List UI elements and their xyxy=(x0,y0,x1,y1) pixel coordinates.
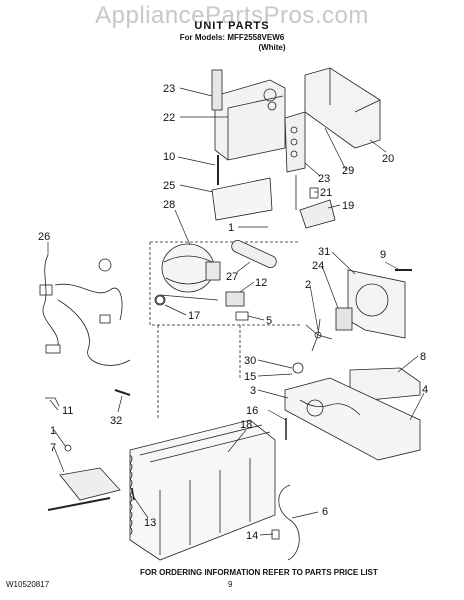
color-line: (White) xyxy=(258,43,286,52)
watermark: AppliancePartsPros.com xyxy=(95,2,369,29)
callout-32: 32 xyxy=(110,415,122,427)
callout-10: 10 xyxy=(163,151,175,163)
part-duct-20 xyxy=(304,67,381,149)
part-11 xyxy=(45,397,60,407)
callout-23: 23 xyxy=(163,83,175,95)
doc-number: W10520817 xyxy=(6,580,50,589)
page-title: UNIT PARTS xyxy=(194,20,270,32)
part-screw-21 xyxy=(309,187,319,199)
callout-14: 14 xyxy=(246,530,258,542)
part-bracket-19 xyxy=(299,199,336,229)
part-fan-blade-2 xyxy=(305,318,333,352)
part-32 xyxy=(114,389,131,396)
part-screw-13 xyxy=(131,487,135,501)
callout-7: 7 xyxy=(50,442,56,454)
callout-20: 20 xyxy=(382,153,394,165)
callout-9: 9 xyxy=(380,249,386,261)
callout-25: 25 xyxy=(163,180,175,192)
part-grommet-30 xyxy=(292,362,304,374)
part-relay-12 xyxy=(225,291,245,307)
part-heater-7 xyxy=(47,444,121,511)
ordering-note: FOR ORDERING INFORMATION REFER TO PARTS … xyxy=(140,568,378,577)
callout-26: 26 xyxy=(38,231,50,243)
callout-15: 15 xyxy=(244,371,256,383)
callout-17: 17 xyxy=(188,310,200,322)
part-condenser-coil-18 xyxy=(129,419,276,561)
part-fan-motor-24 xyxy=(335,307,353,331)
callout-1b: 1 xyxy=(50,425,56,437)
callout-31: 31 xyxy=(318,246,330,258)
models-line: For Models: MFF2558VEW6 xyxy=(179,33,285,42)
callout-4: 4 xyxy=(422,384,428,396)
part-grommet-17 xyxy=(154,294,166,306)
callout-3: 3 xyxy=(250,385,256,397)
part-compressor xyxy=(155,243,221,305)
callout-30: 30 xyxy=(244,355,256,367)
page-number: 9 xyxy=(228,580,233,589)
callout-24: 24 xyxy=(312,260,324,272)
callout-2: 2 xyxy=(305,279,311,291)
part-base-plate-3 xyxy=(284,377,421,461)
part-fan-shroud-31 xyxy=(347,269,406,339)
part-wire-harness-26 xyxy=(39,254,131,366)
part-bracket-25 xyxy=(211,177,273,221)
part-tube-6 xyxy=(278,484,300,561)
callout-1a: 1 xyxy=(228,222,234,234)
callout-labels: 23 22 10 25 28 1 26 27 12 17 5 31 9 24 2… xyxy=(38,83,428,542)
callout-19: 19 xyxy=(342,200,354,212)
callout-8: 8 xyxy=(420,351,426,363)
callout-29: 29 xyxy=(342,165,354,177)
callout-27: 27 xyxy=(226,271,238,283)
callout-22: 22 xyxy=(163,112,175,124)
callout-13: 13 xyxy=(144,517,156,529)
callout-5: 5 xyxy=(266,315,272,327)
part-capacitor-27 xyxy=(231,239,277,269)
callout-28: 28 xyxy=(163,199,175,211)
callout-18: 18 xyxy=(240,419,252,431)
callout-16: 16 xyxy=(246,405,258,417)
callout-23b: 23 xyxy=(318,173,330,185)
part-overload-5 xyxy=(235,311,249,321)
callout-6: 6 xyxy=(322,506,328,518)
part-panel-22 xyxy=(211,69,286,161)
callout-12: 12 xyxy=(255,277,267,289)
part-14 xyxy=(271,529,280,540)
callout-11: 11 xyxy=(62,405,73,417)
callout-21: 21 xyxy=(320,187,332,199)
part-panel-23 xyxy=(284,111,306,210)
